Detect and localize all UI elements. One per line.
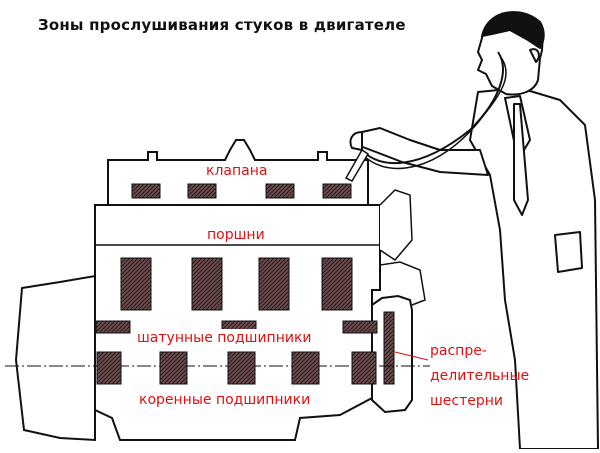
valve-zone <box>131 183 161 199</box>
flywheel-housing <box>14 274 96 442</box>
valve-zone <box>265 183 295 199</box>
piston-zone <box>321 257 353 311</box>
main-bearing-zone <box>159 351 188 385</box>
timing-gears-label-line1: распре- <box>430 343 487 359</box>
valve-zone <box>187 183 217 199</box>
pistons-label: поршни <box>205 226 267 244</box>
piston-zone <box>191 257 223 311</box>
main-bearing-zone <box>96 351 122 385</box>
mechanic-figure <box>349 11 599 450</box>
main-bearing-zone <box>291 351 320 385</box>
valves-label: клапана <box>204 162 270 180</box>
valve-zone <box>322 183 352 199</box>
rod-bearing-zone <box>342 320 378 334</box>
main-bearing-zone <box>227 351 256 385</box>
rod-bearing-zone <box>95 320 131 334</box>
main-bearing-zone <box>351 351 377 385</box>
rod-bearings-label: шатунные подшипники <box>135 329 314 347</box>
main-bearings-label: коренные подшипники <box>137 391 313 409</box>
piston-zone <box>120 257 152 311</box>
page-title: Зоны прослушивания стуков в двигателе <box>38 16 406 34</box>
timing-gears-label-line3: шестерни <box>430 393 504 409</box>
timing-gears-label-line2: делительные <box>430 368 530 384</box>
piston-zone <box>258 257 290 311</box>
